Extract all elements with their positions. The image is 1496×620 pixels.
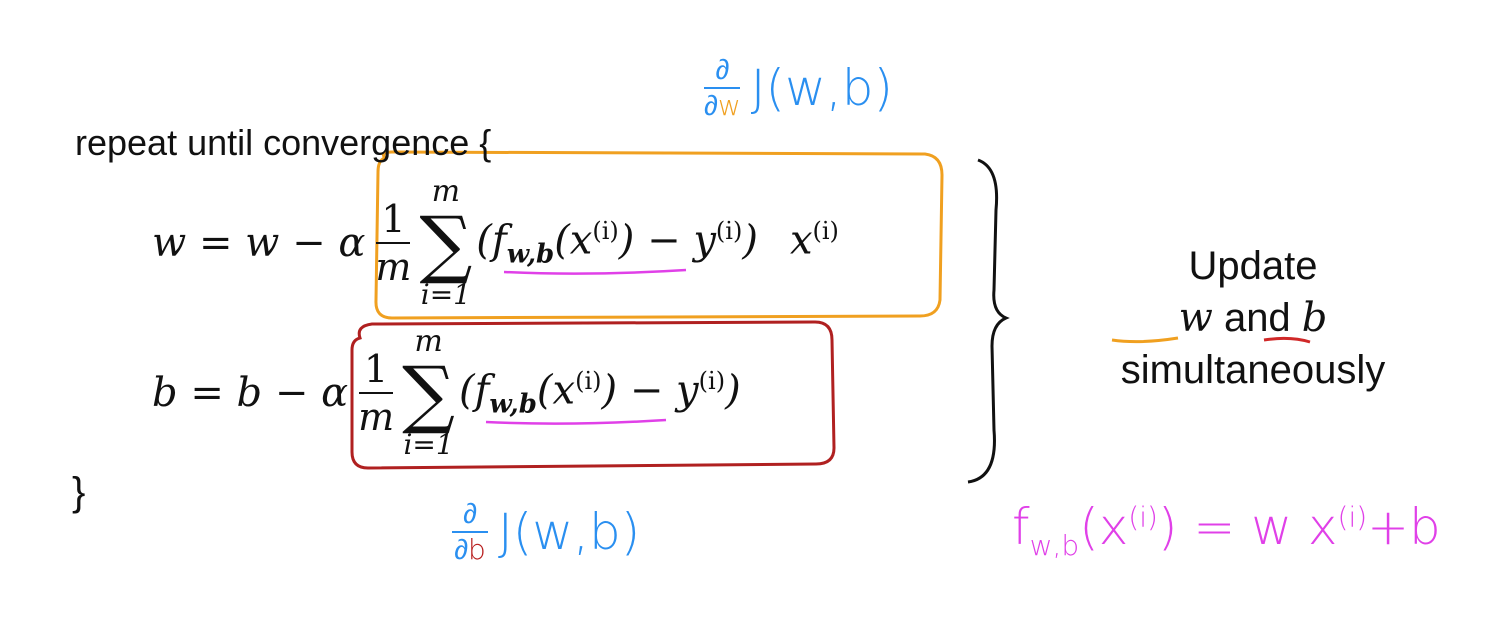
w-fraction: 1 m [375, 197, 412, 289]
model-definition: fw,b(x(i)) = w x(i)+b [1012, 498, 1441, 562]
b-summation: m ∑ i=1 [402, 324, 455, 461]
derivative-b-note: ∂ ∂b J(w,b) [452, 500, 640, 564]
orange-highlight-box [374, 150, 944, 320]
b-lhs: b = b − α [152, 370, 349, 416]
underline-update-w [1111, 336, 1179, 344]
w-summand: (fw,b(x(i)) − y(i))x(i) [476, 216, 839, 270]
w-update-equation: w = w − α 1 m m ∑ i=1 (fw,b(x(i)) − y(i)… [152, 168, 839, 318]
w-summation: m ∑ i=1 [419, 174, 473, 311]
w-lhs: w = w − α [152, 220, 366, 266]
red-highlight-box [350, 320, 836, 470]
curly-brace [967, 158, 1010, 484]
underline-update-b [1263, 336, 1311, 344]
underline-f-w [503, 268, 687, 275]
b-fraction: 1 m [358, 347, 395, 439]
b-update-equation: b = b − α 1 m m ∑ i=1 (fw,b(x(i)) − y(i)… [152, 318, 741, 468]
repeat-heading: repeat until convergence { [75, 122, 492, 163]
closing-brace: } [72, 470, 86, 514]
b-summand: (fw,b(x(i)) − y(i)) [459, 366, 741, 420]
sigma-icon: ∑ [419, 201, 473, 287]
derivative-w-note: ∂ ∂w J(w,b) [704, 53, 894, 122]
update-simultaneously-label: Update w and b simultaneously [1120, 244, 1386, 392]
sigma-icon: ∑ [402, 351, 455, 437]
underline-f-b [485, 418, 667, 425]
